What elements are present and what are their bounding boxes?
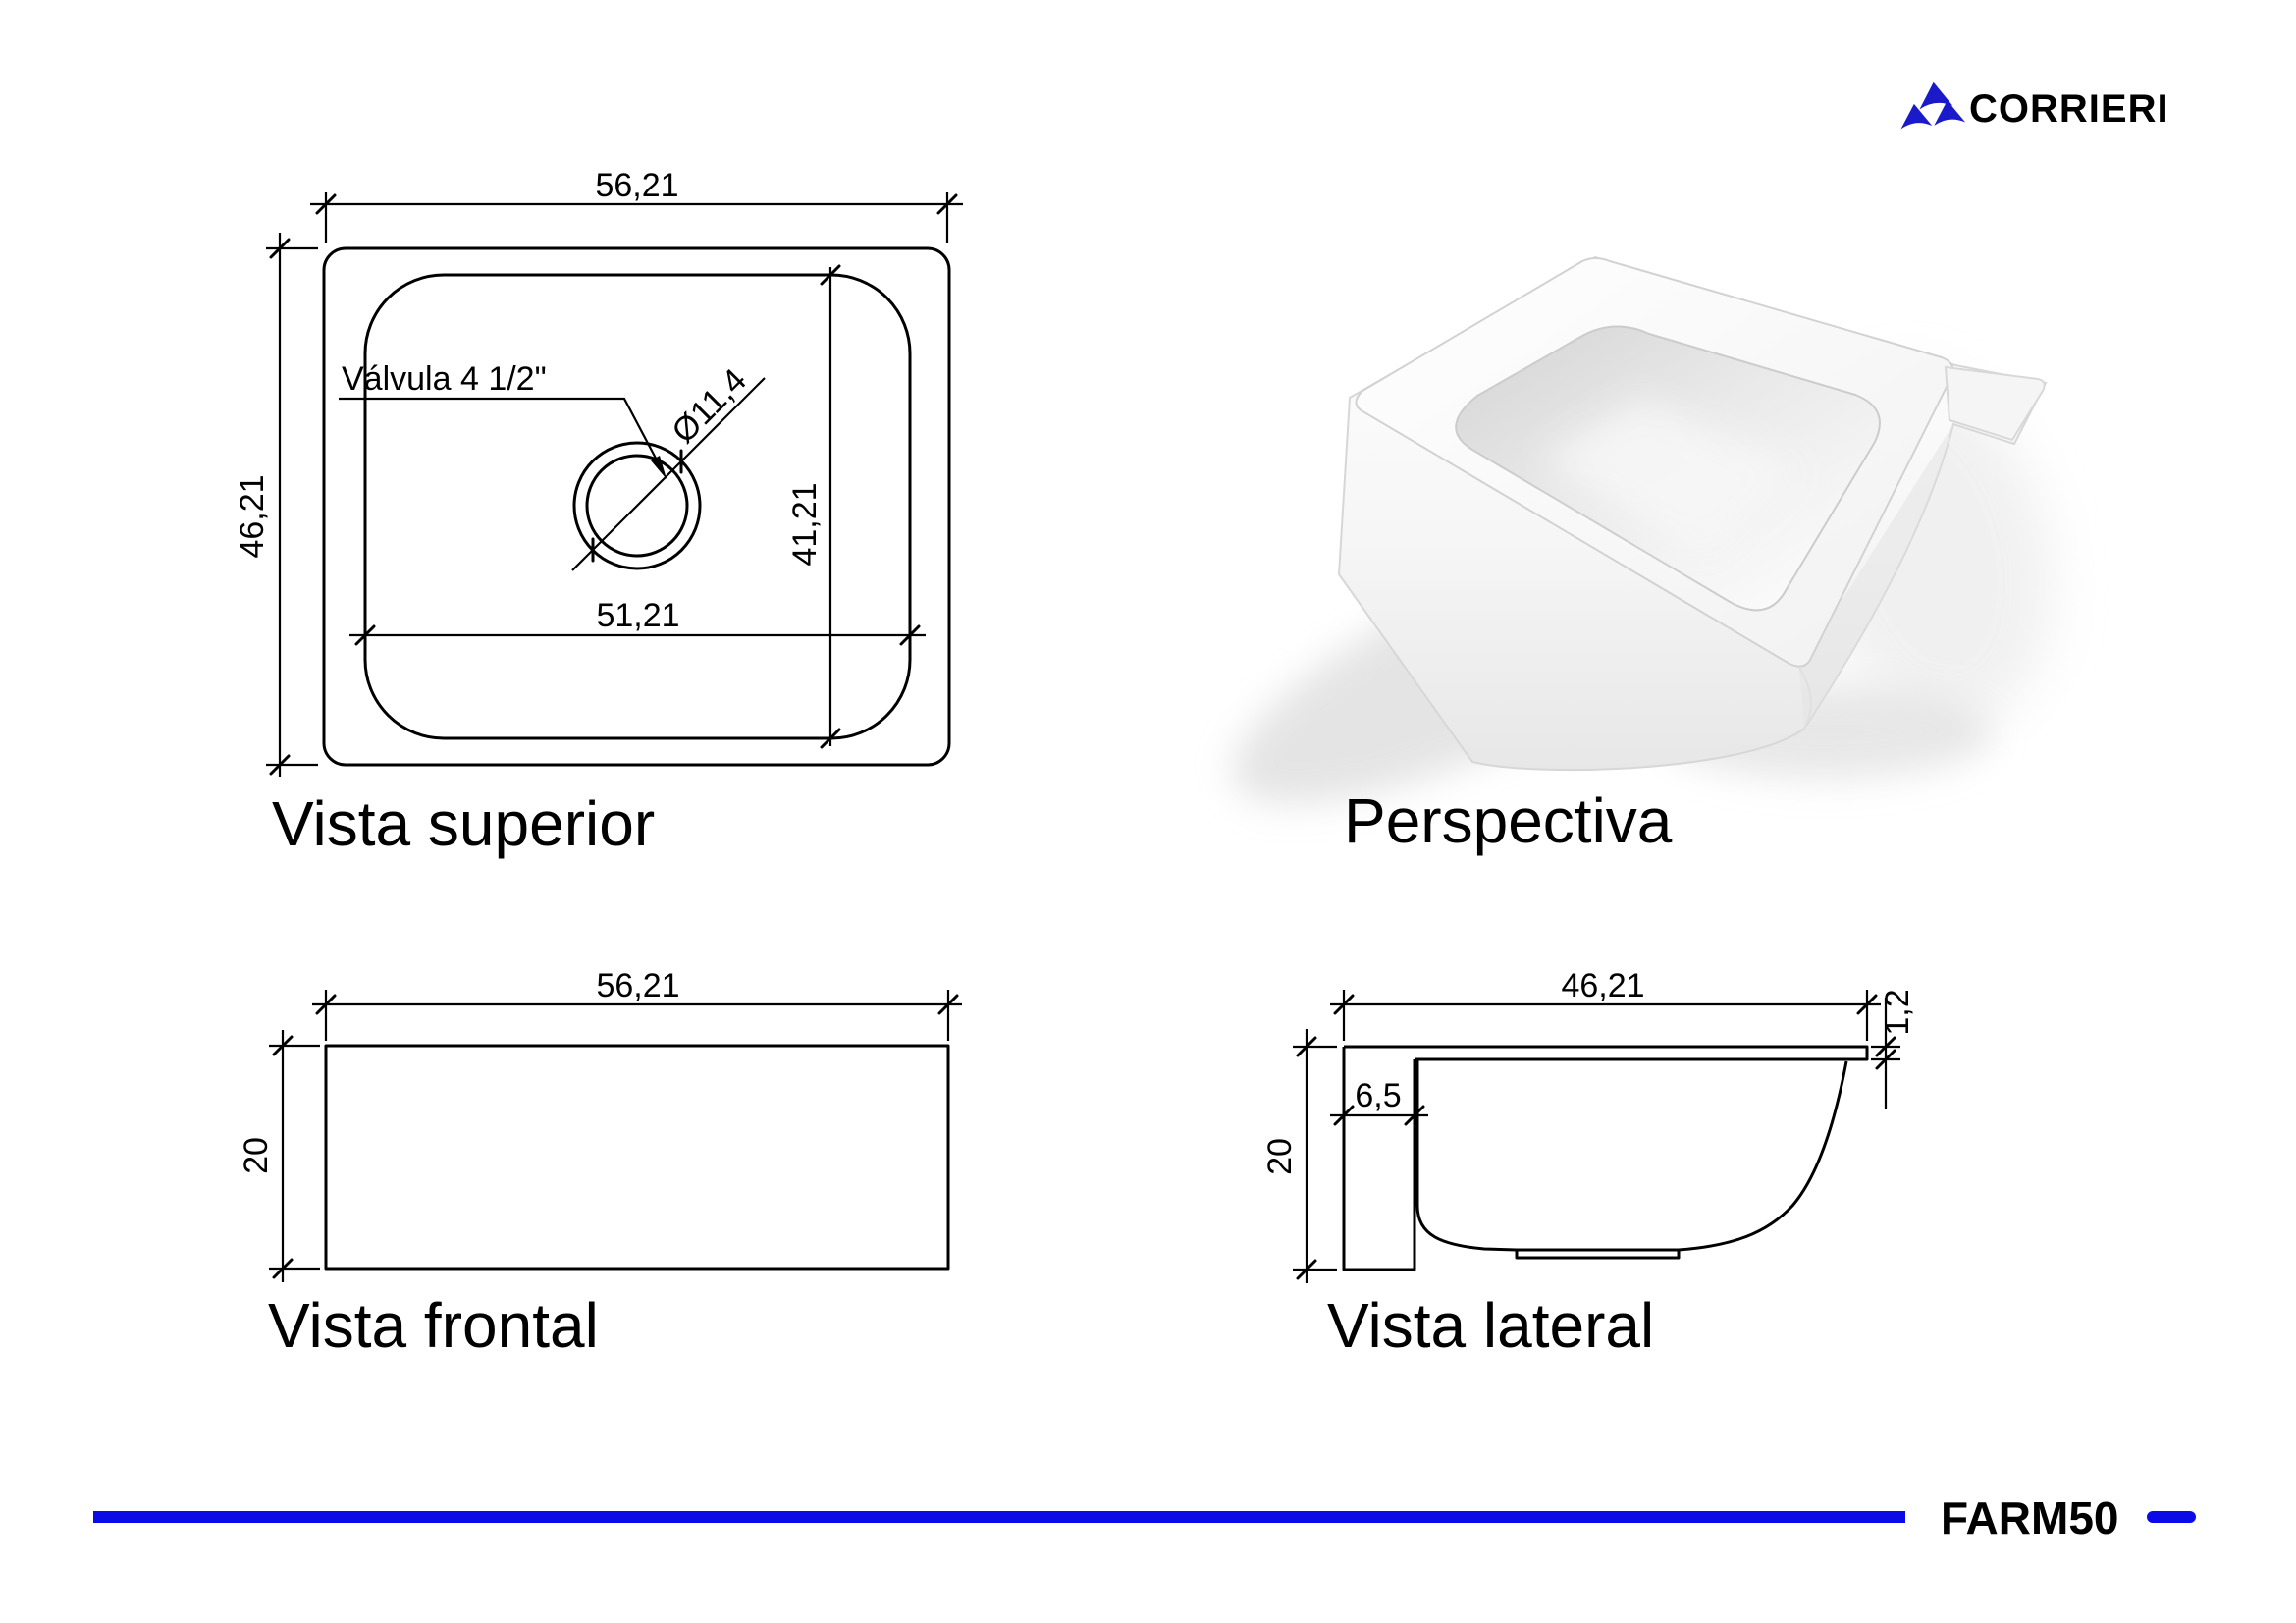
dim-tick <box>1875 1036 1896 1057</box>
dim-side-height: 20 <box>1261 1138 1299 1175</box>
drain-diameter-line <box>571 377 766 571</box>
dim-tick <box>937 994 959 1015</box>
top-view-label: Vista superior <box>272 788 655 859</box>
logo-triangle-right <box>1934 100 1966 126</box>
drain-inner-circle <box>585 454 689 558</box>
dim-tick <box>899 624 921 646</box>
perspective-view-label: Perspectiva <box>1344 785 1673 856</box>
brand-name: CORRIERI <box>1969 87 2169 131</box>
dim-tick <box>269 754 291 776</box>
dim-tick <box>272 1035 294 1056</box>
dim-tick <box>1856 994 1878 1015</box>
dim-tick <box>1296 1036 1317 1057</box>
extension-lines <box>1293 1045 1337 1271</box>
logo-triangle-left <box>1900 103 1933 130</box>
dim-inner-width: 51,21 <box>596 597 679 634</box>
dim-tick <box>1875 1049 1896 1070</box>
extension-lines <box>269 1044 320 1271</box>
dim-tick <box>354 624 376 646</box>
dim-tick <box>1333 1105 1355 1126</box>
top-view: Ø11,4 Válvula 4 1/2" 56,21 46,21 51,21 4… <box>234 167 963 859</box>
side-apron-profile <box>1342 1047 1416 1271</box>
sink-right-face-shade <box>1799 424 1953 729</box>
front-view: 56,21 20 Vista frontal <box>238 967 962 1361</box>
dim-side-depth: 46,21 <box>1561 967 1644 1004</box>
dim-apron-thickness: 6,5 <box>1355 1077 1401 1114</box>
extension-lines <box>324 192 949 243</box>
front-view-rect <box>324 1044 950 1271</box>
footer: FARM50 <box>93 1492 2196 1543</box>
valve-note: Válvula 4 1/2" <box>342 360 547 398</box>
sink-front-corner-edge <box>1798 667 1812 730</box>
dim-tick <box>269 238 291 259</box>
footer-rule-bar <box>93 1511 1905 1523</box>
extension-lines <box>266 246 318 767</box>
dim-tick <box>315 193 337 215</box>
dim-tick <box>936 193 958 215</box>
dim-front-width: 56,21 <box>596 967 679 1004</box>
dim-outer-width: 56,21 <box>595 167 678 204</box>
dim-outer-depth: 46,21 <box>234 474 271 558</box>
dim-tick <box>1333 994 1355 1015</box>
valve-leader-arrowhead <box>651 456 667 479</box>
dim-tick <box>272 1258 294 1279</box>
dim-tick <box>820 728 841 749</box>
dim-tick <box>1296 1259 1317 1280</box>
brand-logo: CORRIERI <box>1900 81 2169 131</box>
sink-bowl-floor-highlight <box>1541 401 1802 560</box>
dim-tick <box>315 994 337 1015</box>
extension-lines <box>1342 990 1869 1041</box>
footer-rule-dash <box>2147 1511 2196 1523</box>
side-drain-foot <box>1515 1249 1681 1260</box>
corrieri-triple-triangle-icon <box>1900 81 1966 130</box>
logo-triangle-top <box>1919 81 1953 110</box>
side-view: 46,21 1,2 6,5 20 Vista lateral <box>1261 967 1916 1361</box>
front-view-label: Vista frontal <box>268 1290 599 1361</box>
dim-valve-diameter: Ø11,4 <box>665 361 754 451</box>
perspective-view <box>1232 255 2052 804</box>
drain-outer-circle <box>572 441 702 570</box>
top-view-outer-rect <box>322 246 951 767</box>
side-bowl-profile <box>1415 1059 1848 1252</box>
model-code: FARM50 <box>1941 1492 2118 1543</box>
sink-flange-tab <box>1944 365 2046 442</box>
dim-inner-depth: 41,21 <box>786 482 824 566</box>
dim-tick <box>1404 1105 1425 1126</box>
dim-front-height: 20 <box>238 1137 275 1174</box>
valve-leader-line <box>339 397 663 470</box>
dim-tick <box>820 264 841 286</box>
side-flange-profile <box>1344 1045 1869 1061</box>
dim-rim-thickness: 1,2 <box>1879 989 1916 1035</box>
top-view-inner-bowl-rect <box>363 273 912 740</box>
side-view-label: Vista lateral <box>1327 1290 1654 1361</box>
extension-lines <box>324 990 950 1041</box>
